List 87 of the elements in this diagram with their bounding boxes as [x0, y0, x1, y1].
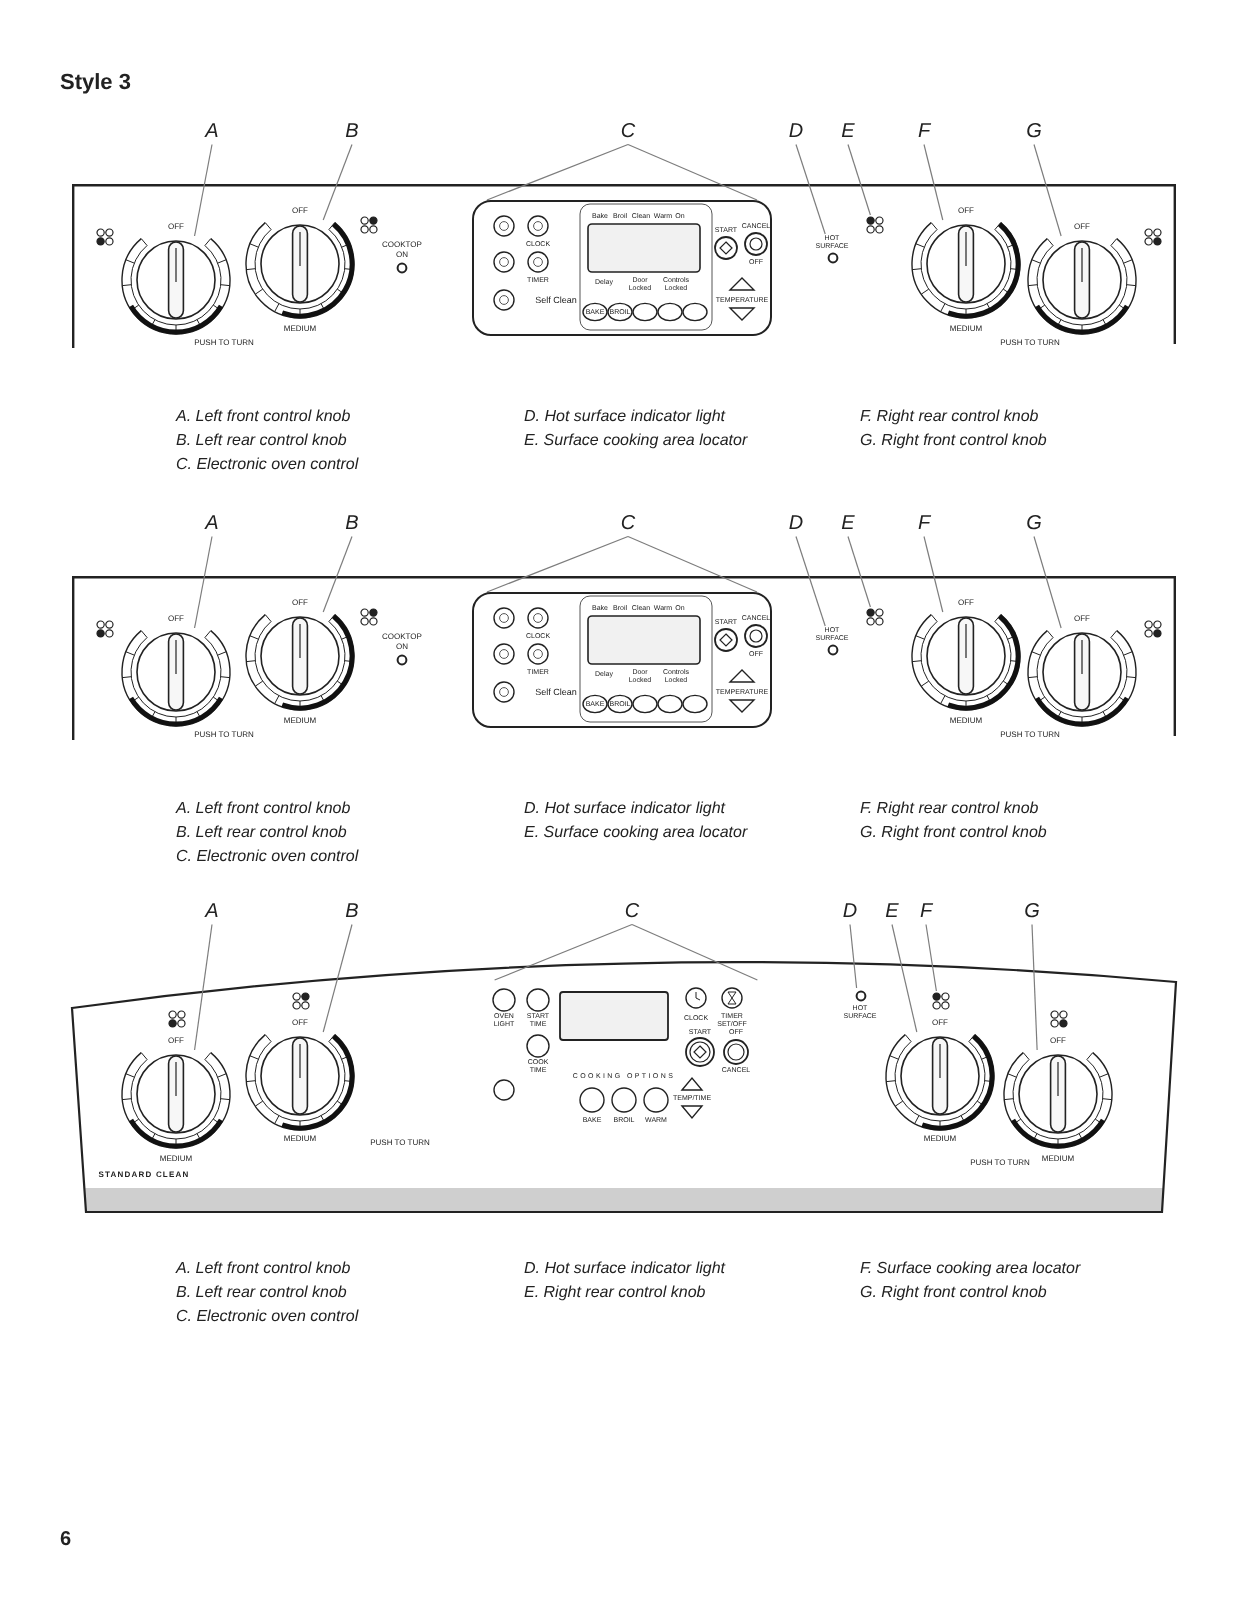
item-description: D. Hot surface indicator light: [524, 406, 725, 426]
item-description: B. Left rear control knob: [176, 822, 347, 842]
leader-line: [923, 535, 944, 613]
control-knob: [118, 236, 234, 338]
callout-letter: D: [788, 120, 804, 144]
control-knob: [118, 628, 234, 730]
item-description: B. Left rear control knob: [176, 1282, 347, 1302]
item-description: G. Right front control knob: [860, 430, 1047, 450]
control-knob: [882, 1032, 998, 1134]
dot-grid-icon: [865, 607, 883, 625]
callout-letter: E: [841, 512, 855, 536]
callout-letter: F: [917, 512, 931, 536]
item-description: A. Left front control knob: [176, 406, 351, 426]
item-description: D. Hot surface indicator light: [524, 798, 725, 818]
leader-line: [1031, 923, 1038, 1051]
control-knob: [1024, 628, 1140, 730]
leader-line: [795, 535, 826, 627]
control-panel: [72, 184, 1176, 348]
callout-letter: A: [205, 900, 219, 924]
item-description: F. Right rear control knob: [860, 406, 1039, 426]
leader-line: [627, 143, 758, 201]
leader-line: [627, 535, 758, 593]
callout-letter: C: [620, 512, 636, 536]
item-description: C. Electronic oven control: [176, 454, 359, 474]
callout-letter: B: [345, 120, 359, 144]
leader-line: [193, 923, 213, 1051]
dot-grid-icon: [931, 991, 949, 1009]
leader-line: [322, 535, 353, 613]
leader-line: [631, 923, 758, 981]
item-description: F. Surface cooking area locator: [860, 1258, 1081, 1278]
dot-grid-icon: [865, 215, 883, 233]
callout-letter: A: [205, 512, 219, 536]
item-description: C. Electronic oven control: [176, 1306, 359, 1326]
control-knob: [242, 220, 358, 322]
item-description: G. Right front control knob: [860, 1282, 1047, 1302]
leader-line: [1033, 535, 1062, 629]
leader-line: [891, 923, 918, 1033]
leader-line: [193, 143, 213, 237]
callout-letter: E: [841, 120, 855, 144]
callout-letter: D: [842, 900, 858, 924]
leader-line: [849, 923, 858, 989]
item-description: B. Left rear control knob: [176, 430, 347, 450]
item-description: G. Right front control knob: [860, 822, 1047, 842]
oven-control: [472, 200, 772, 336]
callout-letter: D: [788, 512, 804, 536]
item-description: F. Right rear control knob: [860, 798, 1039, 818]
callout-letter: G: [1026, 512, 1042, 536]
leader-line: [1033, 143, 1062, 237]
callout-letter: G: [1026, 120, 1042, 144]
control-knob: [242, 1032, 358, 1134]
callout-letter: F: [919, 900, 933, 924]
callout-letter: B: [345, 900, 359, 924]
item-description: E. Right rear control knob: [524, 1282, 706, 1302]
oven-control: [472, 592, 772, 728]
leader-line: [494, 923, 633, 981]
leader-line: [923, 143, 944, 221]
item-description: C. Electronic oven control: [176, 846, 359, 866]
leader-line: [486, 143, 629, 201]
control-knob: [242, 612, 358, 714]
leader-line: [795, 143, 826, 235]
item-description: D. Hot surface indicator light: [524, 1258, 725, 1278]
page-number: 6: [60, 1528, 72, 1552]
leader-line: [486, 535, 629, 593]
leader-line: [322, 923, 353, 1033]
control-knob: [1000, 1050, 1116, 1152]
control-knob: [1024, 236, 1140, 338]
callout-letter: C: [620, 120, 636, 144]
callout-letter: B: [345, 512, 359, 536]
leader-line: [847, 535, 871, 608]
leader-line: [193, 535, 213, 629]
control-knob: [908, 220, 1024, 322]
item-description: A. Left front control knob: [176, 1258, 351, 1278]
item-description: E. Surface cooking area locator: [524, 430, 748, 450]
callout-letter: G: [1024, 900, 1040, 924]
control-knob: [118, 1050, 234, 1152]
control-knob: [908, 612, 1024, 714]
page-title: Style 3: [60, 71, 131, 97]
callout-letter: C: [624, 900, 640, 924]
leader-line: [847, 143, 871, 216]
callout-letter: F: [917, 120, 931, 144]
callout-letter: A: [205, 120, 219, 144]
item-description: A. Left front control knob: [176, 798, 351, 818]
callout-letter: E: [885, 900, 899, 924]
item-description: E. Surface cooking area locator: [524, 822, 748, 842]
leader-line: [925, 923, 937, 992]
leader-line: [322, 143, 353, 221]
control-panel: [72, 576, 1176, 740]
